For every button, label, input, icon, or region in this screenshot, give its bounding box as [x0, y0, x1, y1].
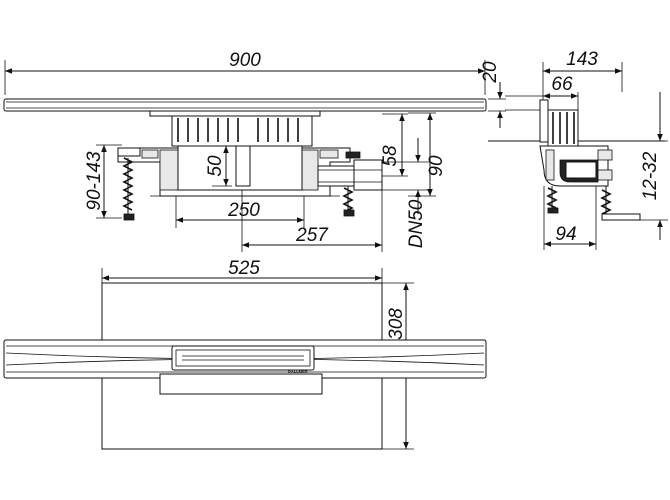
dim-label-525: 525	[228, 258, 260, 279]
dimension-257: 257	[241, 190, 383, 252]
dimension-143: 143	[542, 49, 623, 92]
dim-label-20: 20	[480, 61, 501, 84]
plan-view: 525 308 DALLMER	[3, 258, 487, 450]
adjustable-foot-left	[117, 147, 141, 221]
dim-label-58: 58	[380, 145, 401, 167]
cover-plate	[3, 98, 487, 112]
brand-mark: DALLMER	[288, 369, 308, 374]
dim-label-50: 50	[205, 155, 226, 177]
dimension-900: 900	[4, 50, 486, 95]
dim-label-dn50: DN50	[406, 199, 427, 248]
section-body	[539, 99, 613, 187]
dimension-50: 50	[205, 145, 232, 187]
adjustable-foot-right	[342, 186, 355, 217]
dimension-94: 94	[543, 186, 597, 250]
section-foot-right	[600, 186, 641, 221]
dimension-525: 525	[101, 258, 383, 285]
dimension-20: 20	[480, 61, 506, 128]
dim-label-12-32: 12-32	[640, 151, 661, 200]
drain-body	[117, 145, 351, 197]
dimension-58: 58	[380, 113, 408, 177]
dimension-66: 66	[542, 74, 579, 115]
outlet-pipe	[317, 151, 383, 191]
dim-label-94: 94	[555, 224, 576, 245]
dim-label-66: 66	[551, 74, 573, 95]
dim-label-257: 257	[295, 225, 329, 246]
section-foot-left	[546, 186, 559, 214]
dim-label-250: 250	[227, 200, 260, 221]
front-elevation-view: 900 20	[3, 50, 506, 252]
dim-label-90: 90	[426, 155, 447, 177]
dim-label-308: 308	[386, 308, 407, 340]
side-section-view: 143 66	[488, 49, 668, 250]
plan-grate: DALLMER	[159, 345, 323, 395]
dimension-90: 90	[408, 112, 447, 197]
grate-insert	[149, 110, 321, 147]
dimension-250: 250	[175, 196, 305, 228]
dim-label-900: 900	[229, 50, 261, 71]
dimension-12-32: 12-32	[622, 92, 668, 240]
dimension-90-143: 90-143	[84, 144, 122, 219]
dimension-dn50: DN50	[382, 138, 430, 248]
dim-label-143: 143	[566, 49, 598, 70]
dim-label-90-143: 90-143	[84, 151, 105, 211]
